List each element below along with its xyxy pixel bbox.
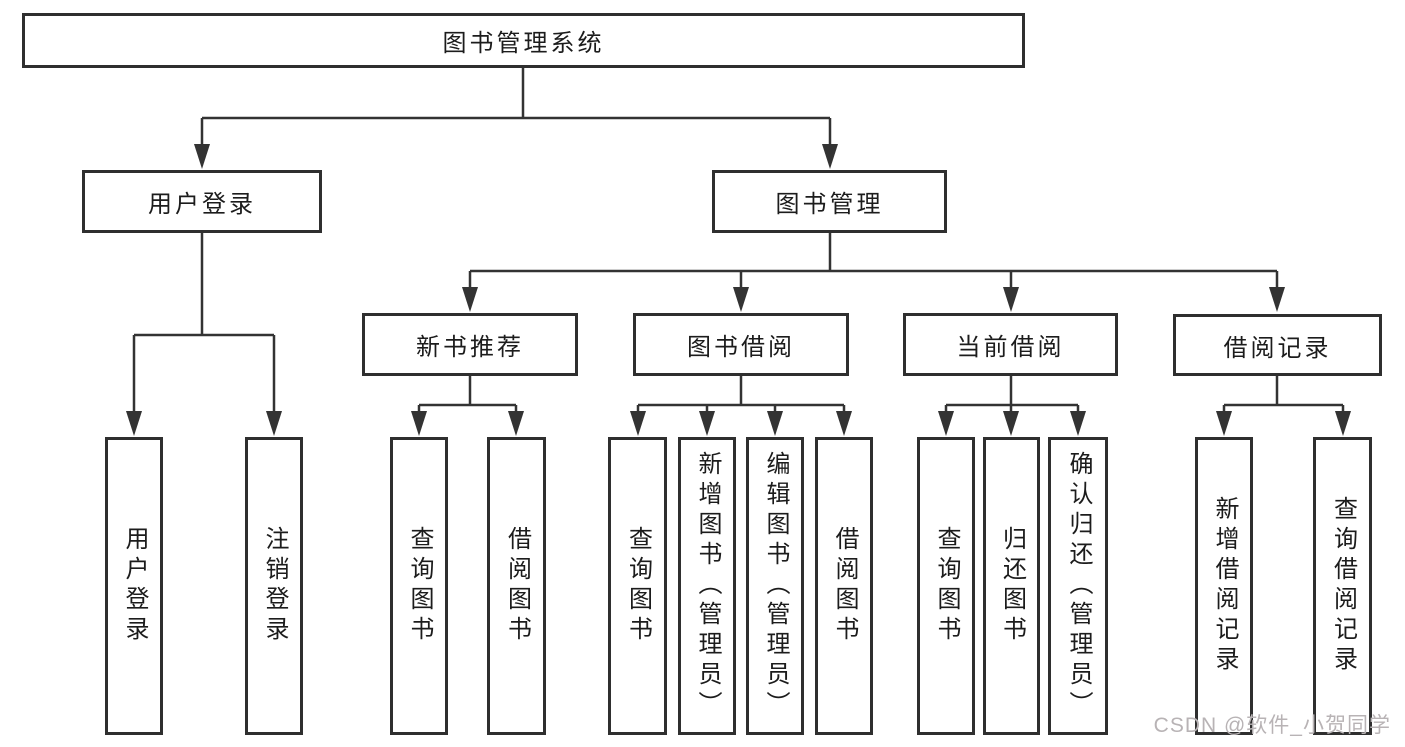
leaf-label: 查询借阅记录 — [1329, 496, 1357, 676]
leaf-label: 查询图书 — [406, 526, 433, 646]
connector-new-book-recommend-to-leaves — [417, 376, 518, 415]
leaf-label: 注销登录 — [261, 526, 288, 646]
connector-user-login-to-leaves — [132, 233, 276, 413]
leaf-return-books: 归还图书 — [983, 437, 1040, 735]
leaf-add-borrow-record: 新增借阅记录 — [1195, 437, 1253, 735]
leaf-label: 借阅图书 — [503, 526, 531, 646]
leaf-label: 确认归还（管理员） — [1065, 451, 1092, 721]
arrowheads — [126, 144, 1351, 436]
node-borrow-records: 借阅记录 — [1173, 314, 1382, 376]
leaf-query-books-borrowing: 查询图书 — [608, 437, 667, 735]
leaf-label: 查询图书 — [933, 526, 960, 646]
leaf-confirm-return-admin: 确认归还（管理员） — [1048, 437, 1108, 735]
leaf-label: 新增图书（管理员） — [694, 451, 721, 721]
leaf-query-borrow-record: 查询借阅记录 — [1313, 437, 1372, 735]
leaf-query-books-current: 查询图书 — [917, 437, 975, 735]
leaf-edit-book-admin: 编辑图书（管理员） — [746, 437, 804, 735]
leaf-label: 新增借阅记录 — [1211, 496, 1238, 676]
leaf-label: 归还图书 — [998, 526, 1026, 646]
leaf-borrow-books-borrowing: 借阅图书 — [815, 437, 873, 735]
connector-book-borrowing-to-leaves — [636, 376, 846, 415]
node-user-login: 用户登录 — [82, 170, 322, 233]
node-new-book-recommend: 新书推荐 — [362, 313, 578, 376]
leaf-logout: 注销登录 — [245, 437, 303, 735]
node-current-borrowing: 当前借阅 — [903, 313, 1118, 376]
leaf-label: 查询图书 — [624, 526, 652, 646]
leaf-borrow-books-recommend: 借阅图书 — [487, 437, 546, 735]
connector-book-management-to-level3 — [468, 233, 1279, 291]
node-book-management: 图书管理 — [712, 170, 947, 233]
node-book-borrowing: 图书借阅 — [633, 313, 849, 376]
leaf-user-login: 用户登录 — [105, 437, 163, 735]
leaf-add-book-admin: 新增图书（管理员） — [678, 437, 736, 735]
connector-current-borrowing-to-leaves — [944, 376, 1080, 415]
leaf-label: 借阅图书 — [831, 526, 858, 646]
connector-borrow-records-to-leaves — [1222, 376, 1345, 415]
leaf-label: 编辑图书（管理员） — [762, 451, 789, 721]
leaf-query-books-recommend: 查询图书 — [390, 437, 448, 735]
connector-root-to-level2 — [200, 68, 832, 146]
node-library-system: 图书管理系统 — [22, 13, 1025, 68]
leaf-label: 用户登录 — [121, 526, 148, 646]
watermark: CSDN @软件_小贺同学 — [1153, 714, 1391, 737]
